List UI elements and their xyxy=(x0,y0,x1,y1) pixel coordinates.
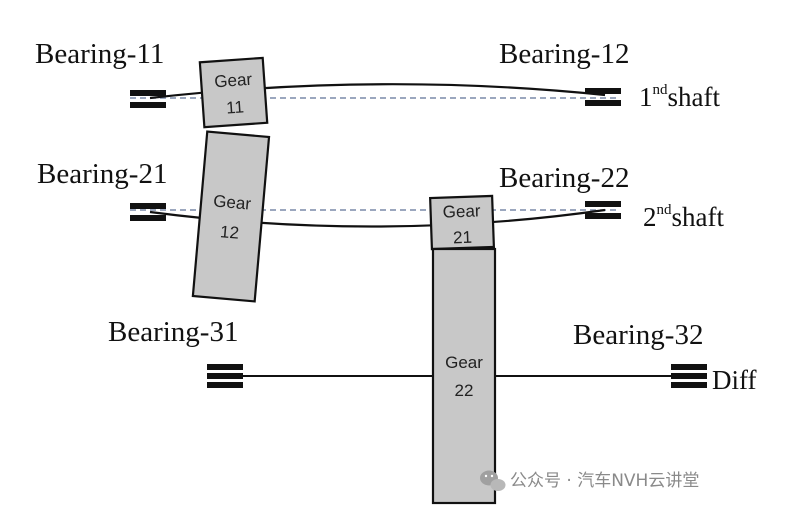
shaft-2-word: shaft xyxy=(672,202,725,232)
shaft-1-superscript: nd xyxy=(653,82,669,98)
shaft-2-superscript: nd xyxy=(657,202,673,218)
watermark-text: 公众号 · 汽车NVH云讲堂 xyxy=(510,471,699,491)
gear-22-name: Gear xyxy=(445,353,483,372)
gear-22-number: 22 xyxy=(455,381,474,400)
gear-21-name: Gear xyxy=(442,201,481,221)
wechat-icon xyxy=(480,470,506,491)
shaft-1-word: shaft xyxy=(668,82,721,112)
bearing-22-symbol xyxy=(585,201,621,219)
gear-11-number: 11 xyxy=(226,97,245,117)
gear-21-number: 21 xyxy=(453,228,473,248)
bearing-11-symbol xyxy=(130,90,166,108)
bearing-21-symbol xyxy=(130,203,166,221)
gear-22: Gear 22 xyxy=(431,247,497,505)
bearing-32-symbol xyxy=(671,364,707,388)
gear-12-number: 12 xyxy=(219,222,240,243)
gear-21: Gear 21 xyxy=(429,194,496,251)
shaft-2-number: 2 xyxy=(643,202,657,232)
bearing-12-symbol xyxy=(585,88,621,106)
bearing-31-symbol xyxy=(207,364,243,388)
shaft-1-label: 1ndshaft xyxy=(639,82,720,112)
bearing-21-label: Bearing-21 xyxy=(37,158,167,190)
bearing-12-label: Bearing-12 xyxy=(499,38,629,70)
diff-label: Diff xyxy=(712,365,757,395)
gear-12: Gear 12 xyxy=(191,130,271,303)
bearing-31-label: Bearing-31 xyxy=(108,316,238,348)
gear-12-name: Gear xyxy=(213,191,253,213)
gear-11-name: Gear xyxy=(214,70,253,92)
shaft-1-number: 1 xyxy=(639,82,653,112)
bearing-11-label: Bearing-11 xyxy=(35,38,164,70)
shaft-2-label: 2ndshaft xyxy=(643,202,724,232)
bearing-22-label: Bearing-22 xyxy=(499,162,629,194)
bearing-32-label: Bearing-32 xyxy=(573,319,703,351)
gear-11: Gear 11 xyxy=(198,56,269,129)
